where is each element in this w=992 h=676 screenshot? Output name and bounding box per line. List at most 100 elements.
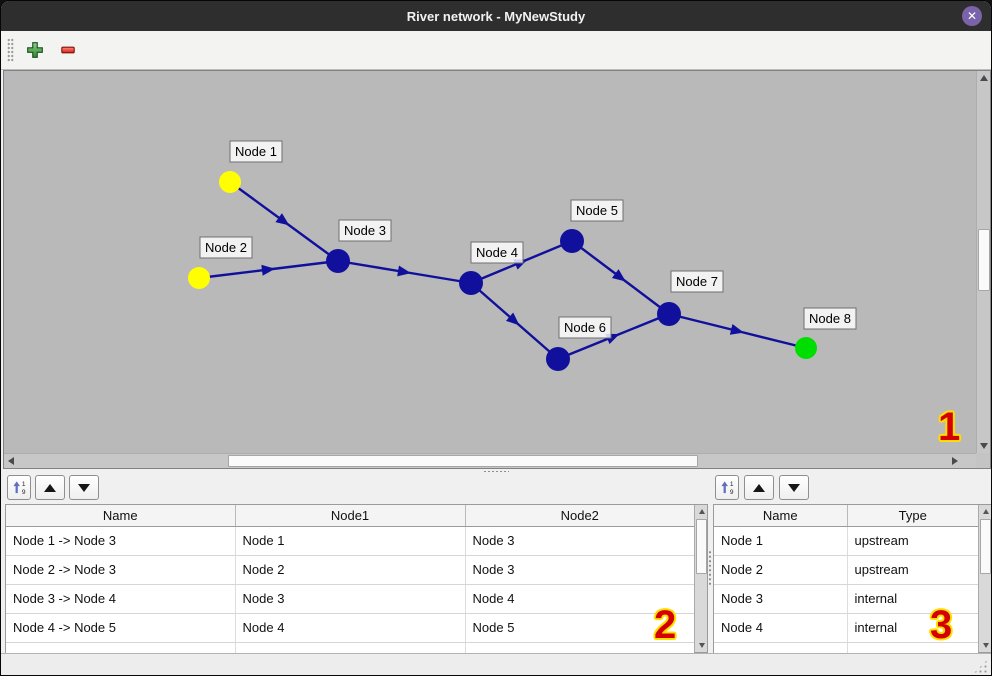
scroll-left-icon[interactable] [4, 454, 18, 468]
table-cell[interactable]: upstream [847, 555, 978, 585]
column-header[interactable]: Name [6, 505, 236, 527]
scroll-up-icon[interactable] [695, 505, 708, 518]
table-cell[interactable]: Node 1 [714, 526, 848, 556]
river-reach-edge[interactable] [337, 259, 472, 285]
table-cell[interactable]: Node 1 -> Node 3 [6, 526, 236, 556]
river-reach-edge[interactable] [229, 181, 339, 262]
table-cell[interactable]: Node 3 [235, 584, 466, 614]
reaches-move-up-button[interactable] [35, 475, 65, 500]
table-cell[interactable]: Node 2 [714, 555, 848, 585]
column-header[interactable]: Node1 [235, 505, 466, 527]
table-cell[interactable]: internal [847, 584, 978, 614]
titlebar: River network - MyNewStudy ✕ [1, 1, 991, 31]
table-cell[interactable]: Node 4 [235, 613, 466, 643]
table-cell[interactable]: Node 3 -> Node 4 [6, 584, 236, 614]
river-node-upstream[interactable] [188, 267, 210, 289]
nodes-move-up-button[interactable] [744, 475, 774, 500]
svg-text:Node 1: Node 1 [235, 144, 277, 159]
vertical-scroll-thumb[interactable] [978, 229, 990, 291]
close-icon[interactable]: ✕ [962, 6, 982, 26]
svg-text:Node 3: Node 3 [344, 223, 386, 238]
table-cell[interactable]: Node 2 -> Node 3 [6, 555, 236, 585]
canvas-horizontal-scrollbar[interactable] [4, 453, 976, 468]
scroll-down-icon[interactable] [979, 639, 991, 652]
scroll-down-icon[interactable] [977, 439, 991, 453]
scroll-right-icon[interactable] [948, 454, 962, 468]
river-node-internal[interactable] [326, 249, 350, 273]
table-cell[interactable]: Node 4 -> Node 5 [6, 613, 236, 643]
resize-grip[interactable] [973, 659, 988, 674]
river-reach-edge[interactable] [571, 240, 670, 315]
river-reach-edge[interactable] [668, 312, 807, 350]
table-cell[interactable]: Node 2 [235, 555, 466, 585]
river-node-downstream[interactable] [795, 337, 817, 359]
table-cell[interactable]: Node 3 [714, 584, 848, 614]
table-cell[interactable]: upstream [847, 526, 978, 556]
remove-node-button[interactable] [56, 38, 80, 62]
table-cell[interactable]: internal [847, 613, 978, 643]
river-reach-edge[interactable] [470, 282, 559, 360]
svg-text:Node 8: Node 8 [809, 311, 851, 326]
minus-icon [61, 46, 75, 54]
scroll-down-icon[interactable] [695, 639, 708, 652]
reaches-move-down-button[interactable] [69, 475, 99, 500]
window-title: River network - MyNewStudy [406, 8, 586, 24]
vertical-splitter[interactable] [708, 474, 712, 653]
table-cell[interactable]: Node 3 [465, 555, 694, 585]
scroll-up-icon[interactable] [979, 505, 991, 518]
river-node-internal[interactable] [459, 271, 483, 295]
node-label: Node 1 [229, 140, 283, 163]
river-node-internal[interactable] [546, 347, 570, 371]
column-header[interactable]: Node2 [465, 505, 694, 527]
arrow-down-icon [78, 483, 90, 492]
svg-text:Node 6: Node 6 [564, 320, 606, 335]
svg-text:Node 7: Node 7 [676, 274, 718, 289]
horizontal-splitter[interactable] [1, 469, 991, 474]
vertical-scroll-thumb[interactable] [980, 519, 991, 574]
svg-text:Node 5: Node 5 [576, 203, 618, 218]
river-reach-edge[interactable] [198, 259, 339, 280]
toolbar-drag-handle[interactable] [7, 38, 14, 62]
node-label: Node 7 [670, 270, 724, 293]
horizontal-scroll-thumb[interactable] [228, 455, 698, 467]
table-cell[interactable]: Node 1 [235, 526, 466, 556]
vertical-scroll-thumb[interactable] [696, 519, 707, 574]
column-header[interactable]: Type [847, 505, 978, 527]
table-cell[interactable]: Node 5 [465, 613, 694, 643]
column-header[interactable]: Name [714, 505, 848, 527]
table-cell[interactable]: Node 4 [465, 584, 694, 614]
reaches-table-scrollbar[interactable] [694, 505, 707, 652]
nodes-move-down-button[interactable] [779, 475, 809, 500]
annotation-mark-2: 2 [654, 603, 677, 647]
add-node-button[interactable] [23, 38, 47, 62]
canvas-vertical-scrollbar[interactable] [976, 71, 990, 453]
table-cell[interactable]: Node 3 [465, 526, 694, 556]
splitter-handle-icon [708, 550, 712, 586]
svg-text:1: 1 [21, 481, 25, 488]
table-cell[interactable]: Node 4 [714, 613, 848, 643]
nodes-table-scrollbar[interactable] [978, 505, 991, 652]
nodes-sort-button[interactable]: 1 9 [715, 475, 739, 500]
river-node-internal[interactable] [560, 229, 584, 253]
river-node-internal[interactable] [657, 302, 681, 326]
river-reach-edge[interactable] [557, 312, 670, 361]
river-node-upstream[interactable] [219, 171, 241, 193]
reaches-sort-button[interactable]: 1 9 [7, 475, 31, 500]
scroll-up-icon[interactable] [977, 71, 991, 85]
